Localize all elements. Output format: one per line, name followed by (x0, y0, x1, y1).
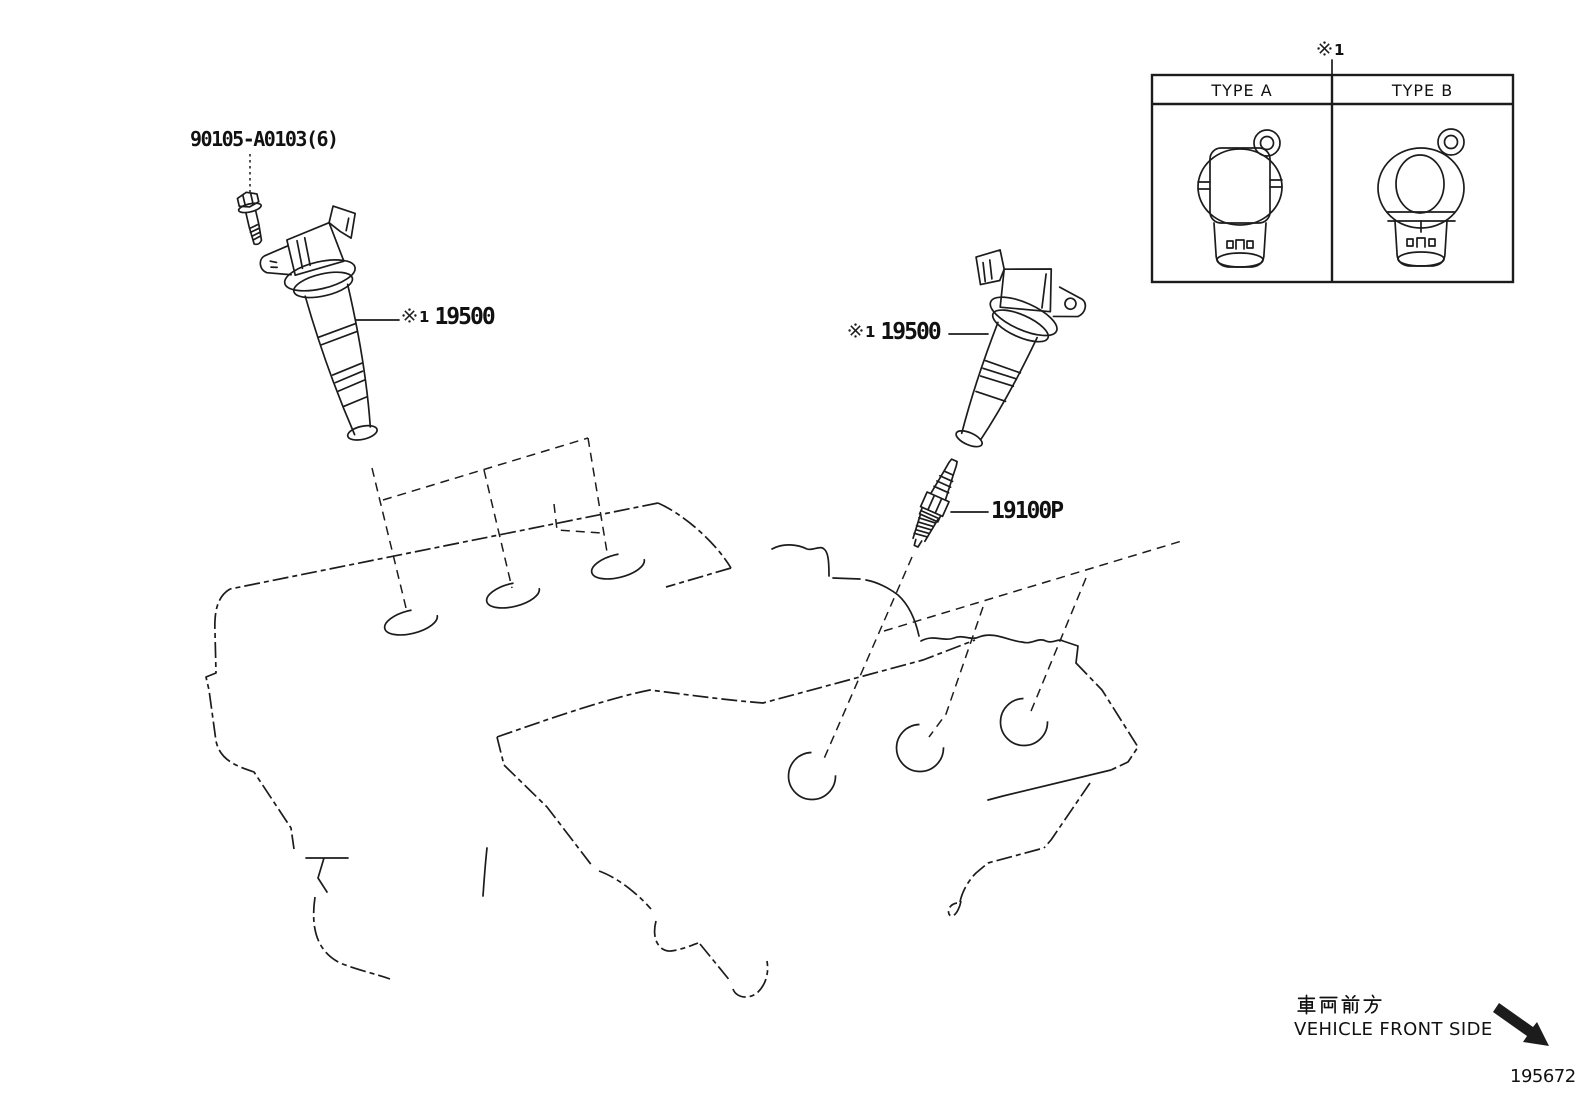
plug-insert-line (822, 556, 913, 762)
coil-left-head (286, 221, 345, 277)
plug-holes (383, 552, 1049, 801)
engine-lower-left (312, 896, 391, 980)
ignition-coil-left-drawing (259, 205, 378, 441)
type-b-label: TYPE B (1391, 80, 1454, 100)
legend-header-type-b: TYPE B (1332, 78, 1513, 102)
reference-mark-icon (1317, 41, 1332, 60)
plug-hole-left-2 (485, 581, 541, 609)
right-cover-bottom-edge (987, 769, 1112, 801)
valley-left-edge (665, 567, 732, 588)
right-bank-drop-2 (928, 606, 984, 738)
engine-left-edge (205, 588, 295, 850)
bolt-drawing (236, 191, 263, 246)
engine-bottom-middle (503, 764, 769, 998)
coil-left-ref-num: 1 (419, 308, 430, 326)
engine-left-notch (305, 857, 349, 893)
left-cover-top-edge (229, 502, 659, 590)
left-bank-step (553, 503, 602, 534)
callout-bolt[interactable]: 90105-A0103(6) (190, 127, 339, 151)
type-b-coil-icon (1377, 128, 1465, 267)
coil-right-head (999, 268, 1053, 313)
legend-header-type-a: TYPE A (1152, 78, 1332, 102)
plug-hole-right-2 (895, 723, 945, 773)
type-a-label: TYPE A (1211, 80, 1273, 100)
coil-left-connector (328, 205, 356, 239)
plug-hole-right-3 (999, 697, 1049, 747)
legend-box (1150, 59, 1515, 284)
plug-hole-left-1 (383, 608, 439, 636)
vehicle-front-label-en: VEHICLE FRONT SIDE (1294, 1019, 1493, 1040)
diagram-number: 195672 (1510, 1066, 1576, 1087)
coil-right-part-number[interactable]: 19500 (880, 319, 941, 345)
engine-outline (205, 502, 1139, 998)
reference-mark-icon (848, 323, 863, 342)
coil-left-insert-line (371, 467, 408, 613)
right-bank-drop-3 (1028, 577, 1087, 717)
plug-hole-left-3 (590, 552, 646, 580)
legend-ref-label: 1 (1317, 41, 1344, 60)
vehicle-front-label-jp (1296, 994, 1383, 1015)
coil-left-ear (259, 245, 292, 276)
ignition-coil-right-drawing (955, 249, 1087, 448)
plug-hole-right-1 (787, 751, 837, 801)
spark-plug-part-number[interactable]: 19100P (991, 498, 1064, 524)
right-cover-right-edge (1075, 662, 1139, 771)
callout-coil-right[interactable]: 1 19500 (848, 319, 942, 345)
right-bank-slant-line (883, 539, 1186, 632)
engine-lower-right (947, 782, 1091, 917)
callout-spark-plug[interactable]: 19100P (991, 498, 1064, 524)
coil-left-part-number[interactable]: 19500 (434, 304, 495, 330)
construction-lines (249, 154, 1186, 762)
left-bank-drop-2 (483, 469, 513, 589)
legend-dividers (1152, 75, 1513, 282)
valley-line (496, 639, 976, 766)
left-cover-right-corner (657, 502, 732, 569)
bolt-part-number[interactable]: 90105-A0103(6) (190, 127, 339, 151)
leader-lines (355, 319, 989, 513)
kanji-ryo-icon (1319, 996, 1338, 1014)
callout-coil-left[interactable]: 1 19500 (402, 304, 496, 330)
kanji-ho-icon (1363, 994, 1382, 1014)
right-cover-top-edge (920, 634, 1079, 664)
kanji-zen-icon (1341, 994, 1360, 1014)
legend-ref-num: 1 (1334, 41, 1345, 59)
reference-mark-icon (402, 308, 417, 327)
spark-plug-drawing (912, 458, 958, 548)
kanji-sha-icon (1297, 994, 1316, 1015)
coil-right-connector (975, 249, 1006, 286)
coil-right-ear-hole (1064, 297, 1077, 311)
type-a-coil-icon (1197, 129, 1283, 268)
coil-right-ref-num: 1 (865, 323, 876, 341)
left-bank-slant-line (382, 437, 589, 501)
coil-right-ear (1052, 286, 1087, 318)
engine-mid-line (482, 847, 488, 897)
left-bank-drop-3 (587, 437, 609, 559)
vehicle-front-arrow-icon (1493, 1003, 1549, 1046)
